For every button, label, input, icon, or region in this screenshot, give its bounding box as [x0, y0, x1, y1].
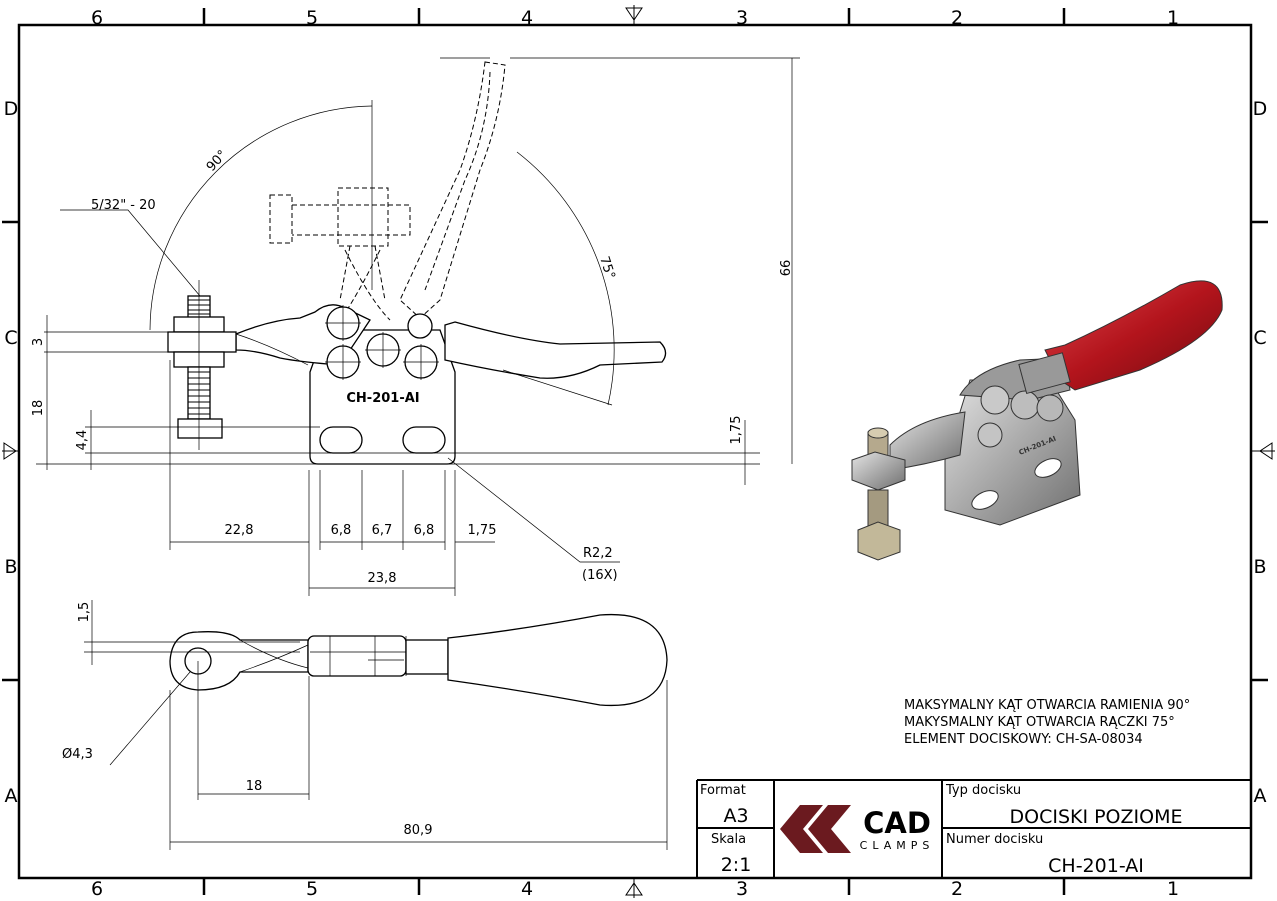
dimensions-d22-8: 22,8 [225, 523, 254, 538]
title-block-format-label: Format [700, 783, 746, 798]
dimensions-radius-count: (16X) [582, 568, 618, 583]
zones-columns-0: 6 [91, 878, 103, 900]
title-block-number-value: CH-201-AI [1048, 855, 1144, 877]
dimensions-d18: 18 [31, 400, 46, 417]
top-view: 1,5 Ø4,3 18 80,9 [62, 600, 668, 850]
dimensions-d4-4: 4,4 [75, 430, 90, 451]
zones-columns-1: 5 [306, 7, 318, 29]
dimensions-diameter: Ø4,3 [62, 747, 93, 762]
zones-columns-5: 1 [1167, 7, 1179, 29]
zones-columns-2: 4 [521, 878, 533, 900]
dimensions-d6-8-a: 6,8 [331, 523, 352, 538]
clamp-handle [444, 321, 667, 379]
dimensions-d80-9: 80,9 [404, 823, 433, 838]
dimensions-angle-handle: 75° [596, 255, 617, 282]
dimensions-d23-8: 23,8 [368, 571, 397, 586]
dimensions-d1-75-h: 1,75 [468, 523, 497, 538]
part-marking: CH-201-AI [346, 391, 419, 406]
title-block-scale-label: Skala [711, 832, 746, 847]
zones-rows-0: D [4, 98, 19, 120]
zones-columns-1: 5 [306, 878, 318, 900]
title-block: Format A3 Skala 2:1 CAD CLAMPS Typ docis… [696, 779, 1251, 878]
zones-columns-4: 2 [951, 7, 963, 29]
zones-columns-5: 1 [1167, 878, 1179, 900]
zones-rows-3: A [5, 785, 18, 807]
dimensions-d18-bottom: 18 [246, 779, 263, 794]
title-block-logo-main: CAD [863, 806, 931, 840]
open-position-ghost [269, 61, 506, 321]
dimensions-d1-75-v: 1,75 [729, 416, 744, 445]
isometric-view: CH-201-AI [851, 280, 1223, 561]
cad-clamps-logo: CAD CLAMPS [780, 805, 935, 853]
spindle [167, 280, 237, 450]
dimensions-d6-8-b: 6,8 [414, 523, 435, 538]
front-view: CH-201-AI [167, 61, 667, 465]
zones-rows-0: D [1253, 98, 1268, 120]
centering-arrows [2, 5, 1275, 898]
dimensions-thread: 5/32" - 20 [91, 198, 156, 213]
dimensions-angle-arm: 90° [204, 148, 231, 175]
zones-rows-1: C [1253, 327, 1266, 349]
notes-0: MAKSYMALNY KĄT OTWARCIA RAMIENIA 90° [904, 698, 1190, 713]
dimensions-d3: 3 [31, 338, 46, 346]
title-block-logo-sub: CLAMPS [860, 839, 935, 852]
zone-ticks [2, 8, 1268, 895]
zones-columns-4: 2 [951, 878, 963, 900]
zones-rows-2: B [4, 556, 17, 578]
title-block-type-label: Typ docisku [945, 783, 1021, 798]
zone-labels: 6 5 4 3 2 1 6 5 4 3 2 1 D C B A D C B A [4, 7, 1268, 900]
title-block-type-value: DOCISKI POZIOME [1009, 806, 1182, 828]
zones-rows-3: A [1254, 785, 1267, 807]
zones-columns-3: 3 [736, 878, 748, 900]
front-dimensions: 5/32" - 20 90° 75° 66 3 18 4,4 1,75 22,8… [31, 57, 800, 596]
notes: MAKSYMALNY KĄT OTWARCIA RAMIENIA 90° MAK… [904, 698, 1190, 747]
dimensions-d1-5: 1,5 [77, 602, 92, 623]
dimensions-d6-7: 6,7 [372, 523, 393, 538]
zones-columns-0: 6 [91, 7, 103, 29]
zones-rows-1: C [4, 327, 17, 349]
zones-columns-3: 3 [736, 7, 748, 29]
dimensions-radius: R2,2 [583, 546, 613, 561]
notes-2: ELEMENT DOCISKOWY: CH-SA-08034 [904, 732, 1143, 747]
title-block-format-value: A3 [723, 805, 748, 827]
dimensions-height-66: 66 [779, 260, 794, 277]
notes-1: MAKYSMALNY KĄT OTWARCIA RĄCZKI 75° [904, 715, 1175, 730]
zones-rows-2: B [1253, 556, 1266, 578]
zones-columns-2: 4 [521, 7, 533, 29]
title-block-scale-value: 2:1 [721, 854, 752, 876]
title-block-number-label: Numer docisku [946, 832, 1043, 847]
